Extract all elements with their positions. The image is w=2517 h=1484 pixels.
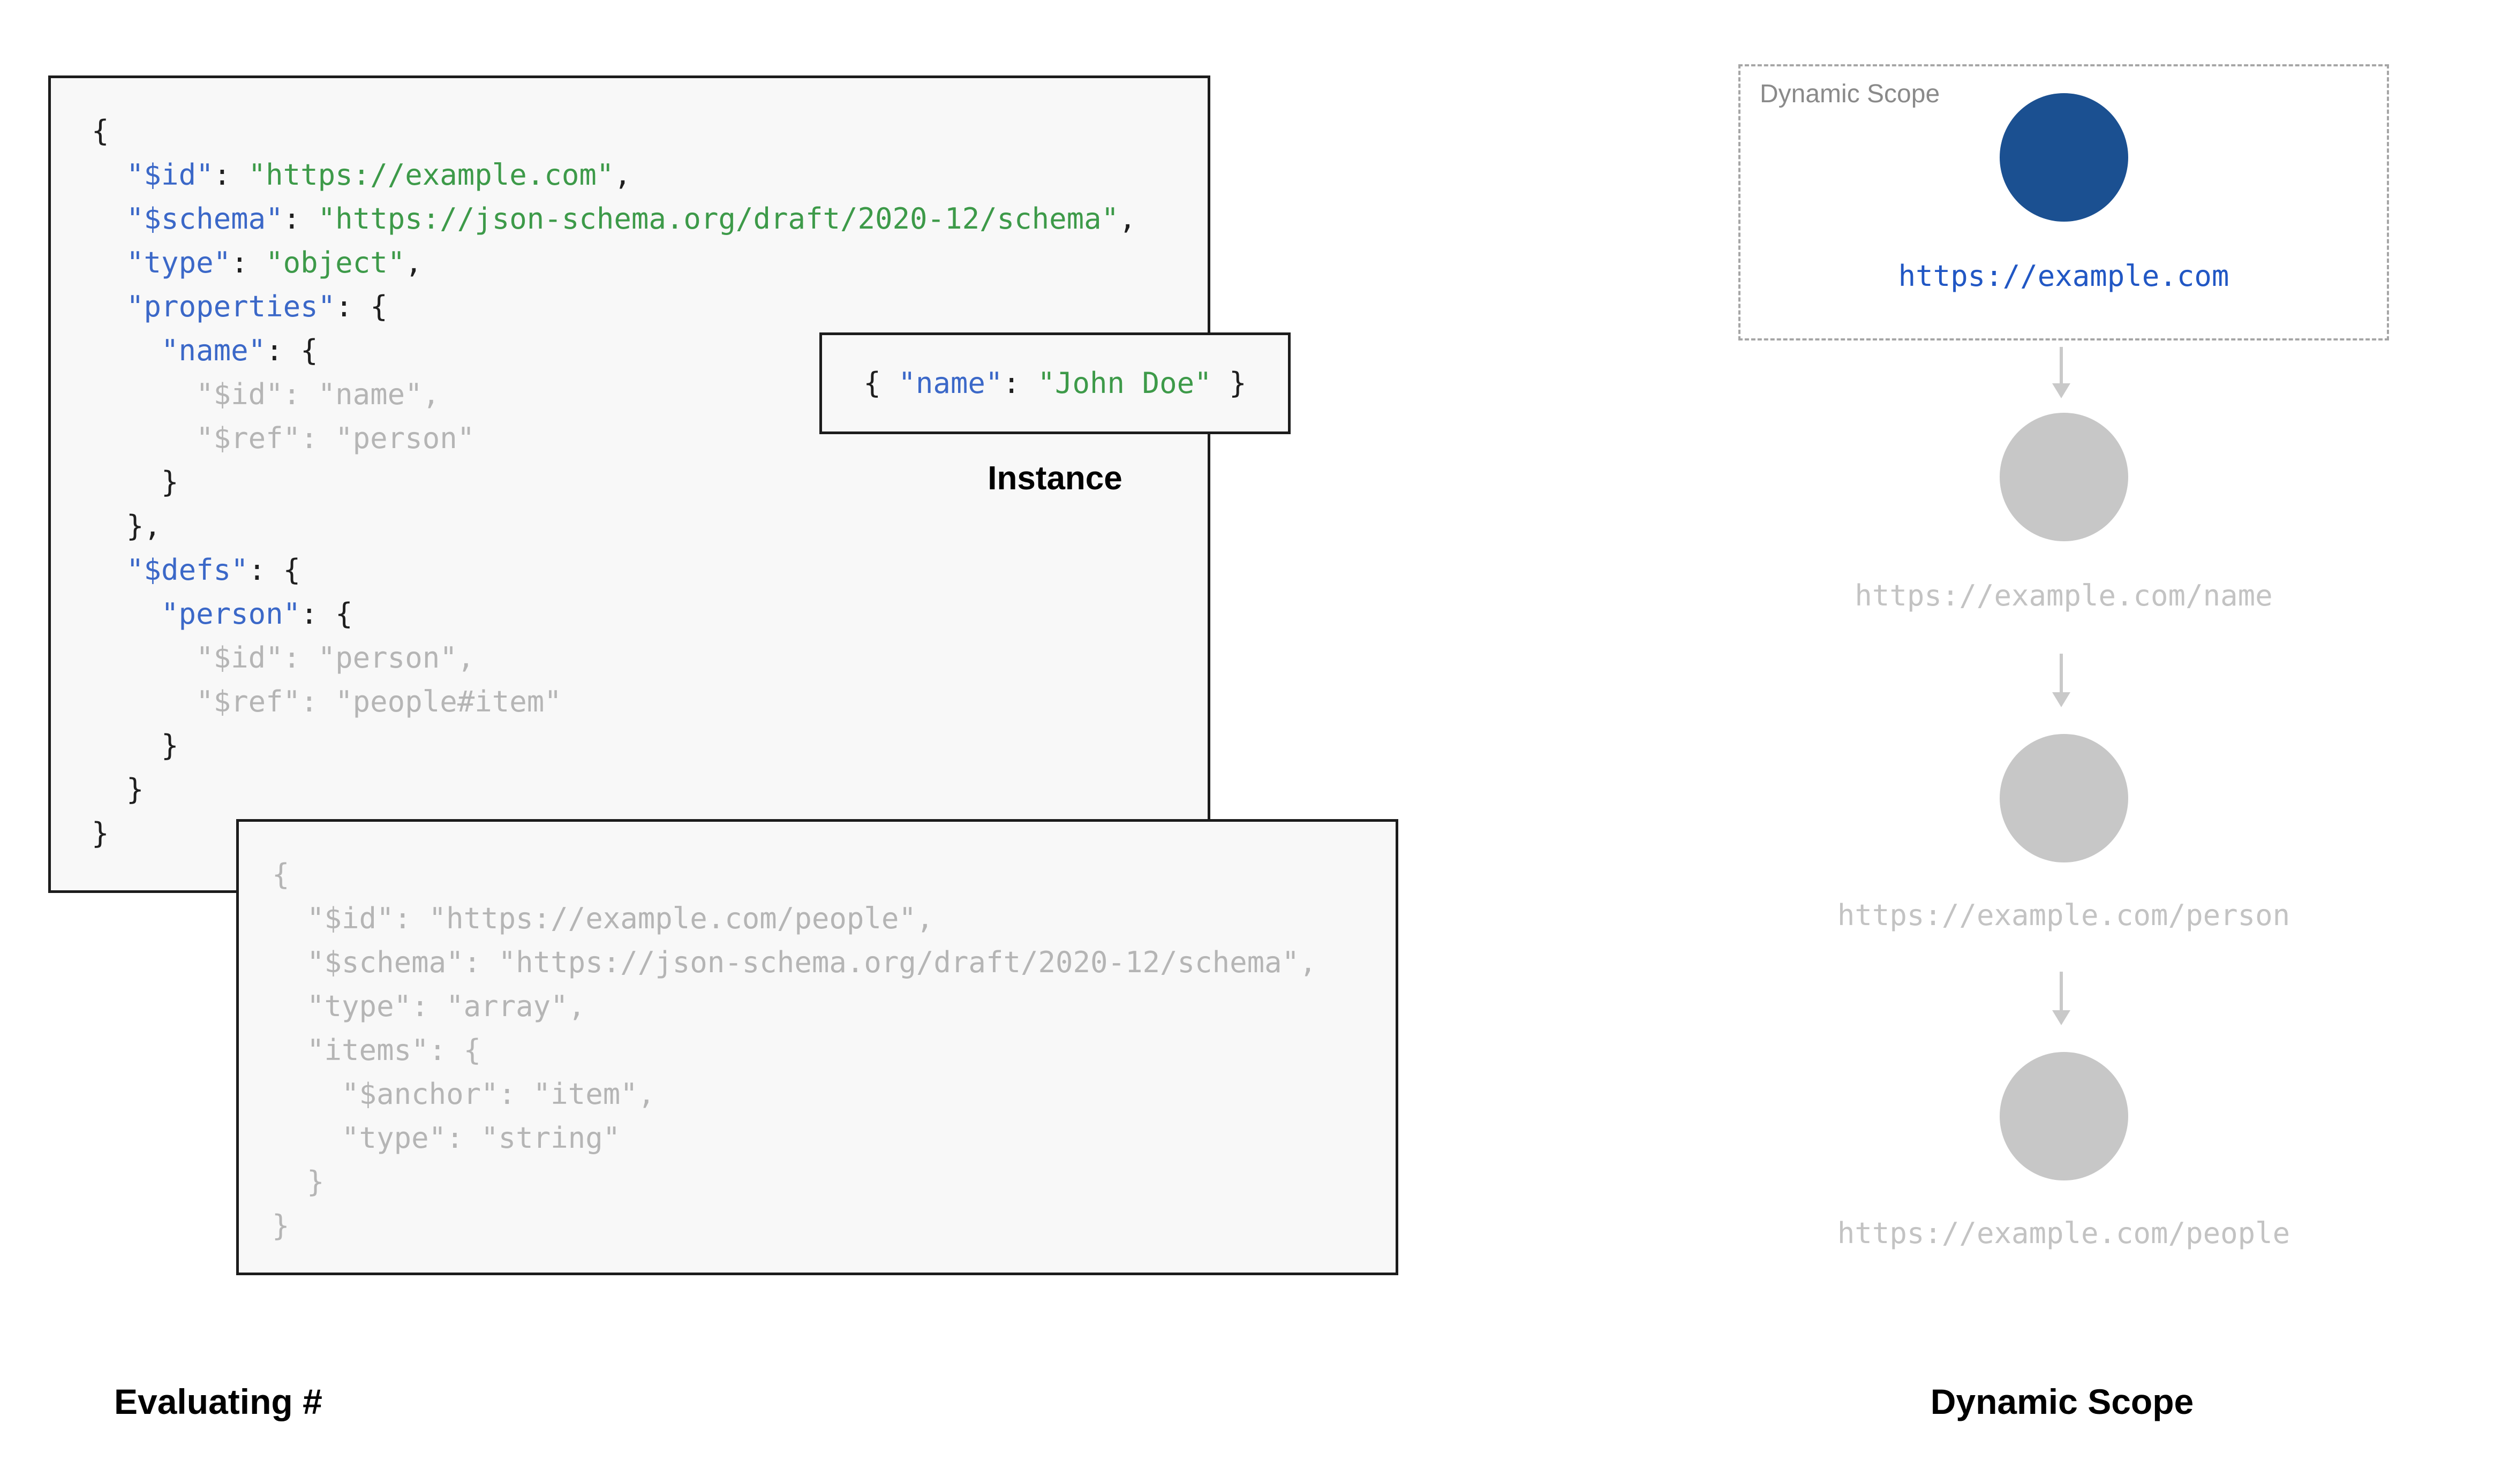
scope-node-people-url: https://example.com/people [1837, 1216, 2290, 1250]
dynamic-scope-box-label: Dynamic Scope [1760, 80, 1940, 108]
root-schema-panel: { "$id": "https://example.com", "$schema… [48, 75, 1210, 893]
dynamic-scope-caption: Dynamic Scope [1930, 1382, 2194, 1421]
scope-node-people-circle [2000, 1052, 2128, 1180]
instance-panel: { "name": "John Doe" } [819, 332, 1291, 434]
instance-code: { "name": "John Doe" } [863, 366, 1247, 400]
scope-node-person-circle [2000, 734, 2128, 862]
scope-node-name-circle [2000, 413, 2128, 541]
people-schema-code: { "$id": "https://example.com/people", "… [272, 858, 1317, 1243]
flow-arrow-down-icon [2060, 972, 2063, 1011]
people-schema-panel: { "$id": "https://example.com/people", "… [236, 819, 1398, 1275]
instance-caption: Instance [988, 460, 1122, 497]
flow-arrow-down-icon [2060, 347, 2063, 384]
scope-node-current-circle [2000, 93, 2128, 222]
scope-node-current-url: https://example.com [1898, 259, 2229, 293]
evaluating-caption: Evaluating # [114, 1382, 322, 1421]
root-schema-code: { "$id": "https://example.com", "$schema… [92, 114, 1136, 850]
scope-node-person-url: https://example.com/person [1837, 898, 2290, 932]
flow-arrow-down-icon [2060, 654, 2063, 693]
scope-node-name-url: https://example.com/name [1855, 579, 2273, 612]
